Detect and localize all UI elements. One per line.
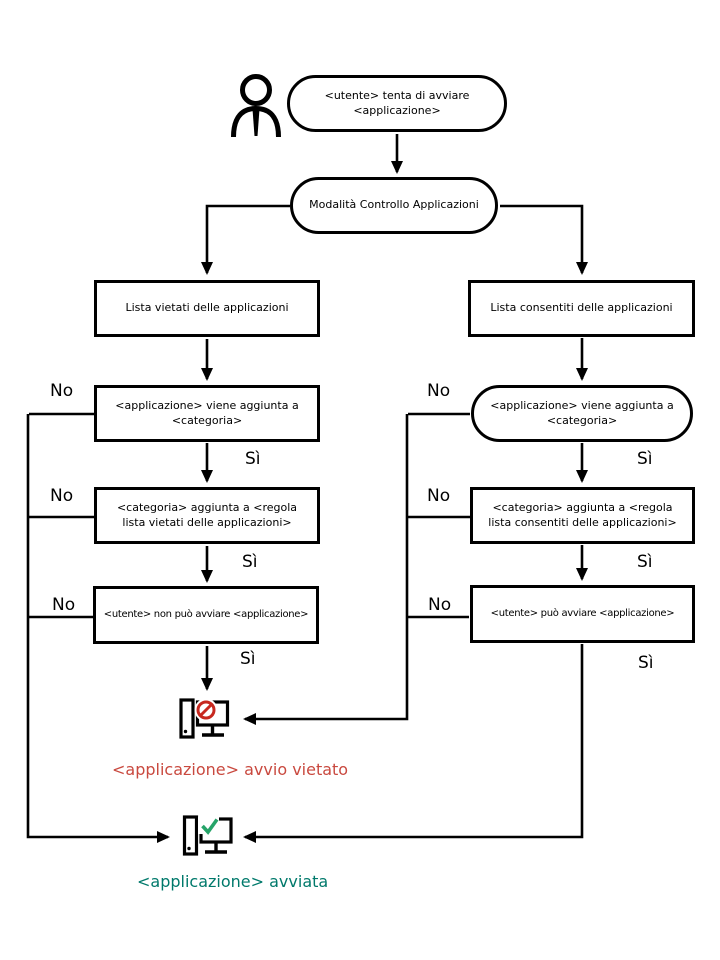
label-no-allow-category: No bbox=[427, 381, 451, 401]
label-yes-deny-category: Sì bbox=[245, 449, 261, 469]
prohibition-icon bbox=[194, 698, 218, 722]
node-deny-rule: <categoria> aggiunta a <regola lista vie… bbox=[94, 487, 320, 544]
node-mode: Modalità Controllo Applicazioni bbox=[290, 177, 498, 234]
node-allow-rule: <categoria> aggiunta a <regola lista con… bbox=[470, 487, 695, 544]
label-no-allow-rule: No bbox=[427, 486, 451, 506]
label-yes-deny-rule: Sì bbox=[242, 552, 258, 572]
flow-arrows bbox=[26, 134, 588, 843]
node-allow-category: <applicazione> viene aggiunta a <categor… bbox=[471, 385, 693, 442]
label-yes-allow-category: Sì bbox=[637, 449, 653, 469]
label-no-allow-user: No bbox=[428, 595, 452, 615]
user-icon bbox=[231, 74, 281, 138]
label-no-deny-rule: No bbox=[50, 486, 74, 506]
node-start: <utente> tenta di avviare <applicazione> bbox=[287, 75, 507, 132]
label-yes-allow-rule: Sì bbox=[637, 552, 653, 572]
node-denylist: Lista vietati delle applicazioni bbox=[94, 280, 320, 337]
label-no-deny-user: No bbox=[52, 595, 76, 615]
node-deny-user: <utente> non può avviare <applicazione> bbox=[93, 586, 319, 644]
outcome-started-label: <applicazione> avviata bbox=[137, 872, 329, 891]
node-allow-user: <utente> può avviare <applicazione> bbox=[470, 585, 695, 643]
check-icon bbox=[198, 816, 219, 835]
label-no-deny-category: No bbox=[50, 381, 74, 401]
label-yes-deny-user: Sì bbox=[240, 649, 256, 669]
node-allowlist: Lista consentiti delle applicazioni bbox=[468, 280, 695, 337]
label-yes-allow-user: Sì bbox=[638, 653, 654, 673]
computer-started-icon bbox=[182, 815, 233, 856]
node-deny-category: <applicazione> viene aggiunta a <categor… bbox=[94, 385, 320, 442]
outcome-blocked-label: <applicazione> avvio vietato bbox=[112, 760, 349, 779]
computer-blocked-icon bbox=[179, 698, 230, 739]
